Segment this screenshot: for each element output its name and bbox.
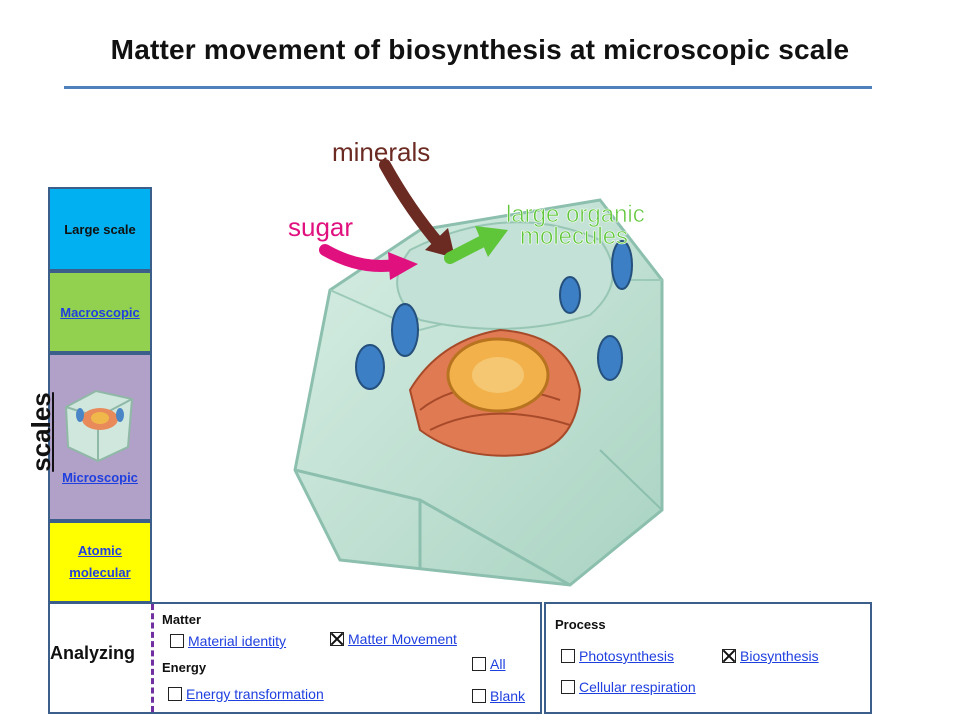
scale-macroscopic[interactable]: Macroscopic: [48, 271, 152, 353]
option-energy-transformation[interactable]: Energy transformation: [168, 686, 324, 702]
blank-checkbox[interactable]: [472, 689, 486, 703]
chloroplast-shape: [611, 240, 633, 290]
all-checkbox[interactable]: [472, 657, 486, 671]
minerals-arrow: [379, 159, 446, 251]
page-title: Matter movement of biosynthesis at micro…: [110, 34, 850, 65]
material-identity-checkbox[interactable]: [170, 634, 184, 648]
scale-macroscopic-link[interactable]: Macroscopic: [60, 304, 140, 320]
process-heading: Process: [555, 617, 606, 632]
all-link[interactable]: All: [490, 656, 506, 672]
option-biosynthesis[interactable]: Biosynthesis: [722, 648, 819, 664]
biosynthesis-link[interactable]: Biosynthesis: [740, 648, 819, 664]
blank-link[interactable]: Blank: [490, 688, 526, 704]
sugar-arrow: [319, 244, 401, 272]
plant-cell-illustration: minerals sugar large organic molecules: [288, 137, 664, 587]
scale-large[interactable]: Large scale: [48, 187, 152, 271]
photosynthesis-link[interactable]: Photosynthesis: [579, 648, 674, 664]
energy-transformation-checkbox[interactable]: [168, 687, 182, 701]
scale-atomic-link[interactable]: Atomic molecular: [69, 540, 130, 584]
analyzing-divider: [151, 604, 154, 712]
option-blank[interactable]: Blank: [472, 688, 525, 704]
cellular-respiration-link[interactable]: Cellular respiration: [579, 679, 696, 695]
scale-microscopic[interactable]: Microscopic: [48, 353, 152, 521]
material-identity-link[interactable]: Material identity: [188, 633, 287, 649]
option-material-identity[interactable]: Material identity: [170, 633, 286, 649]
cellular-respiration-checkbox[interactable]: [561, 680, 575, 694]
minerals-label: minerals: [332, 137, 430, 167]
sugar-label: sugar: [288, 212, 353, 242]
cell-thumbnail-icon: [64, 389, 134, 463]
analyzing-panel: [48, 602, 542, 714]
scales-axis-label: scales: [26, 392, 56, 472]
title-divider: [64, 86, 872, 89]
scale-microscopic-link[interactable]: Microscopic: [62, 470, 138, 485]
chloroplast-shape: [355, 344, 385, 390]
scale-atomic-molecular[interactable]: Atomic molecular: [48, 521, 152, 603]
organic-label-line1: large organic: [506, 201, 645, 228]
photosynthesis-checkbox[interactable]: [561, 649, 575, 663]
scale-atomic-label-line1: Atomic: [77, 543, 123, 558]
scale-atomic-label-line2: molecular: [69, 565, 131, 580]
chloroplast-shape: [559, 276, 581, 314]
scale-large-label: Large scale: [64, 221, 136, 237]
option-photosynthesis[interactable]: Photosynthesis: [561, 648, 674, 664]
chloroplast-shape: [597, 335, 623, 381]
option-matter-movement[interactable]: Matter Movement: [330, 631, 457, 647]
analyzing-label: Analyzing: [50, 643, 136, 663]
option-all[interactable]: All: [472, 656, 506, 672]
process-panel: [544, 602, 872, 714]
energy-transformation-link[interactable]: Energy transformation: [186, 686, 324, 702]
chloroplast-shape: [391, 303, 419, 357]
option-cellular-respiration[interactable]: Cellular respiration: [561, 679, 696, 695]
organic-arrow: [444, 234, 491, 264]
matter-movement-checkbox[interactable]: [330, 632, 344, 646]
energy-heading: Energy: [162, 660, 207, 675]
biosynthesis-checkbox[interactable]: [722, 649, 736, 663]
organic-label-line2: molecules: [520, 223, 628, 250]
matter-heading: Matter: [162, 612, 202, 627]
matter-movement-link[interactable]: Matter Movement: [348, 631, 457, 647]
